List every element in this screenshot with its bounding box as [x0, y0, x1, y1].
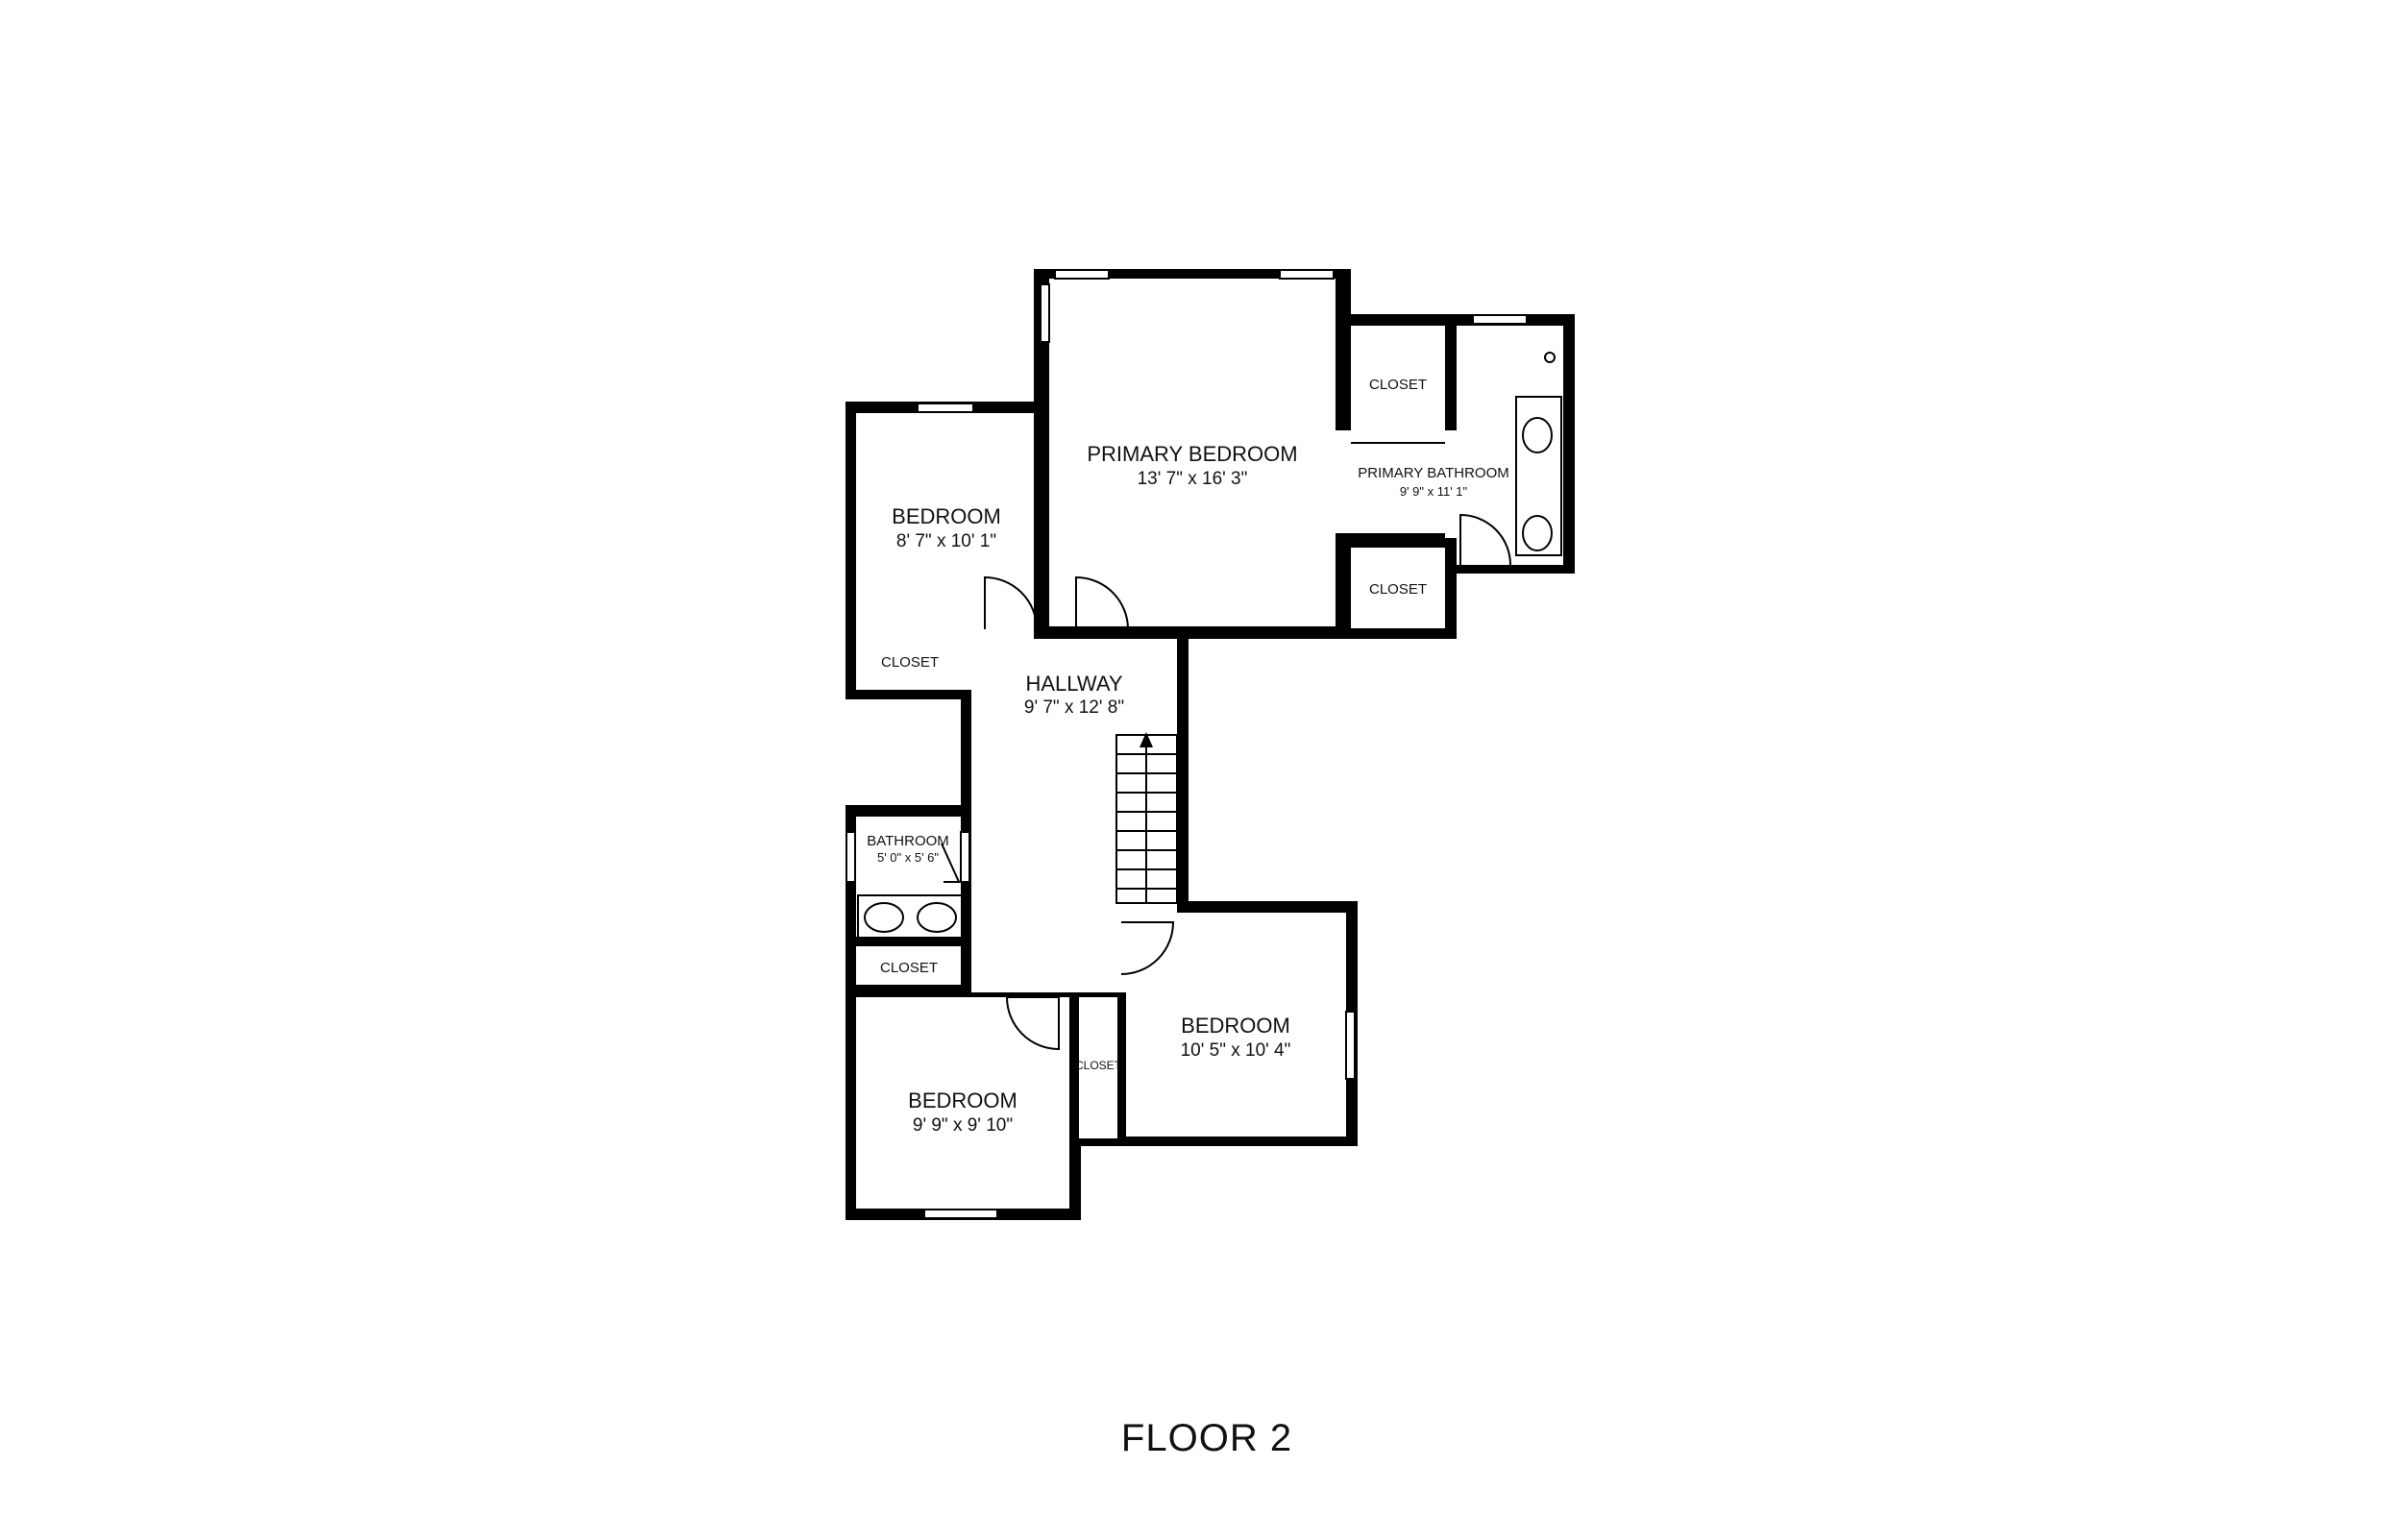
- bedroom-bottom-left-dims: 9' 9" x 9' 10": [913, 1115, 1013, 1136]
- staircase: [1115, 732, 1178, 904]
- fixtures: [856, 352, 1562, 1134]
- bedroom-left-closet-label: CLOSET: [881, 654, 939, 671]
- primary-bathroom-dims: 9' 9" x 11' 1": [1400, 484, 1468, 499]
- floor-label: FLOOR 2: [1121, 1417, 1292, 1459]
- doors: [941, 513, 1511, 1051]
- small-closet-label: CLOSET: [1075, 1059, 1122, 1072]
- primary-bedroom-name: PRIMARY BEDROOM: [1087, 442, 1297, 466]
- primary-bathroom-name: PRIMARY BATHROOM: [1358, 465, 1509, 481]
- primary-closet-bottom-label: CLOSET: [1369, 581, 1427, 598]
- primary-closet-top-label: CLOSET: [1369, 377, 1427, 393]
- bathroom-name: BATHROOM: [867, 833, 949, 849]
- bedroom-bottom-left-name: BEDROOM: [908, 1088, 1017, 1112]
- bedroom-right-dims: 10' 5" x 10' 4": [1181, 1040, 1291, 1061]
- room-labels: PRIMARY BEDROOM 13' 7" x 16' 3" PRIMARY …: [867, 377, 1509, 1136]
- bedroom-left-name: BEDROOM: [892, 504, 1001, 528]
- bedroom-right-name: BEDROOM: [1181, 1014, 1290, 1038]
- hall-closet-label: CLOSET: [880, 960, 938, 976]
- bedroom-left-dims: 8' 7" x 10' 1": [896, 531, 996, 551]
- hallway-dims: 9' 7" x 12' 8": [1024, 697, 1124, 718]
- primary-bedroom-dims: 13' 7" x 16' 3": [1138, 469, 1248, 489]
- windows: [846, 269, 1528, 1219]
- hallway-name: HALLWAY: [1025, 672, 1122, 696]
- bathroom-dims: 5' 0" x 5' 6": [877, 850, 939, 865]
